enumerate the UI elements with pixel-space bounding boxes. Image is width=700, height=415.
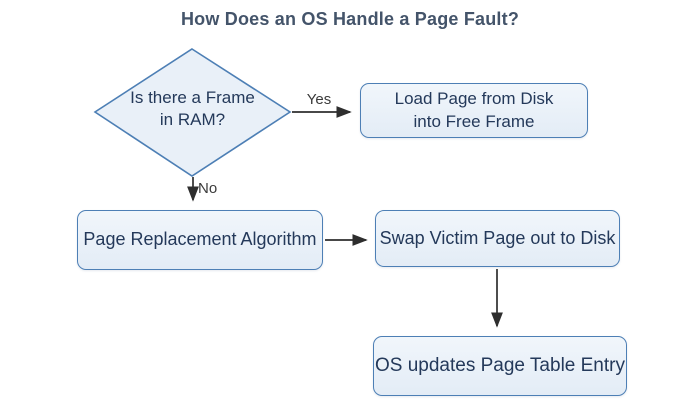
page-replacement-box: Page Replacement Algorithm xyxy=(77,210,323,270)
decision-label-line1: Is there a Frame xyxy=(130,88,255,107)
decision-label: Is there a Frame in RAM? xyxy=(95,87,290,132)
page-replacement-label: Page Replacement Algorithm xyxy=(83,229,317,250)
swap-victim-label: Swap Victim Page out to Disk xyxy=(379,227,616,248)
page-title: How Does an OS Handle a Page Fault? xyxy=(180,9,520,29)
decision-diamond xyxy=(93,48,292,177)
yes-edge-label: Yes xyxy=(306,91,332,108)
load-page-line1: Load Page from Disk xyxy=(394,89,554,109)
no-edge-label: No xyxy=(198,180,218,197)
os-updates-label: OS updates Page Table Entry xyxy=(375,354,625,376)
os-updates-box: OS updates Page Table Entry xyxy=(373,336,627,396)
decision-label-line2: in RAM? xyxy=(159,110,226,130)
load-page-box: Load Page from Disk into Free Frame xyxy=(360,83,588,138)
load-page-line2: into Free Frame xyxy=(413,111,535,131)
swap-victim-box: Swap Victim Page out to Disk xyxy=(375,210,620,267)
